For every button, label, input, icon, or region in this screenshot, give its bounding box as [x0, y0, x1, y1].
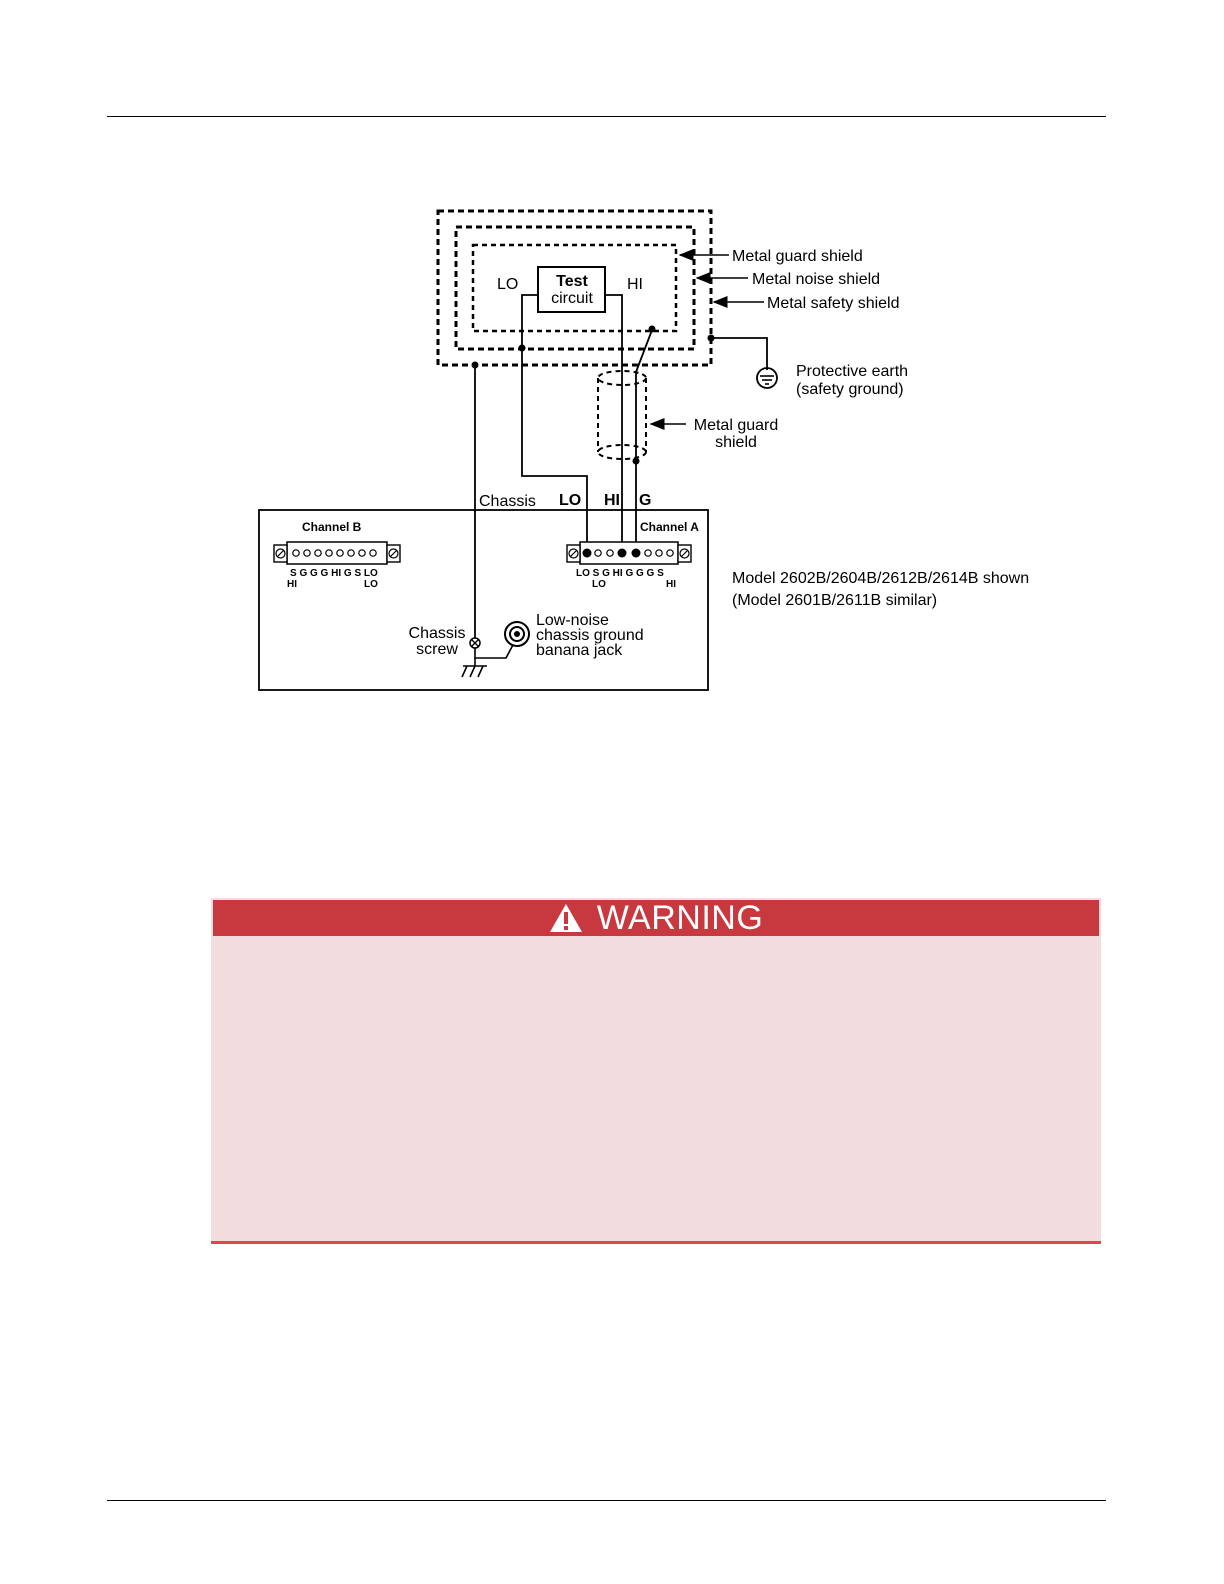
g-wire-label: G [639, 492, 651, 509]
chassis-screw-icon [469, 637, 481, 649]
banana-jack-icon [504, 621, 530, 647]
test-circuit-box [537, 266, 606, 313]
cable-guard-label-2: shield [715, 434, 757, 451]
safety-shield [436, 209, 713, 367]
banana-label-2: chassis ground [536, 627, 644, 644]
channel-a-label: Channel A [640, 520, 699, 534]
earth-ground-icon [756, 367, 778, 389]
channel-a-pin-labels: LO S G HI G G G S [576, 568, 664, 579]
channel-b-pin-sub-left: HI [287, 579, 297, 590]
footer-rule [107, 1500, 1106, 1501]
channel-b-pin-labels: S G G G HI G S LO [290, 568, 378, 579]
guard-shield [471, 243, 678, 333]
channel-b-pin-sub-right: LO [364, 579, 378, 590]
model-note-line-1: Model 2602B/2604B/2612B/2614B shown [732, 570, 1029, 587]
noise-shield-label: Metal noise shield [752, 271, 880, 288]
lo-wire-label: LO [559, 492, 581, 509]
banana-label-1: Low-noise [536, 612, 609, 629]
channel-b-label: Channel B [302, 520, 362, 534]
hi-wire [605, 294, 623, 553]
banana-label-3: banana jack [536, 642, 623, 659]
shielding-connection-diagram: Test circuit LO HI Protective earth (saf… [258, 209, 1029, 691]
warning-title: WARNING [596, 898, 764, 937]
safety-shield-label: Metal safety shield [767, 295, 900, 312]
chassis-screw-label-1: Chassis [409, 625, 466, 642]
cable-guard-label-1: Metal guard [694, 417, 779, 434]
warning-header: WARNING [213, 898, 1099, 937]
protective-earth-label-1: Protective earth [796, 363, 908, 380]
chassis-wire-label: Chassis [479, 493, 536, 510]
hi-label: HI [627, 276, 643, 293]
header-rule [107, 116, 1106, 117]
channel-a-connector [566, 541, 692, 565]
warning-triangle-icon [549, 904, 582, 932]
hi-wire-label: HI [604, 492, 620, 509]
model-note-line-2: (Model 2601B/2611B similar) [732, 592, 937, 609]
test-circuit-label-1: Test [556, 273, 588, 290]
instrument-rear-panel [258, 509, 709, 691]
test-circuit-label-2: circuit [551, 290, 593, 307]
lo-wire [521, 294, 588, 553]
chassis-screw-label-2: screw [416, 641, 458, 658]
warning-box: WARNING [211, 898, 1101, 1244]
channel-a-pin-sub-left: LO [592, 579, 606, 590]
lo-label: LO [497, 276, 518, 293]
chassis-ground-icon [461, 658, 487, 678]
cable-guard-shield [597, 370, 647, 460]
protective-earth-label-2: (safety ground) [796, 381, 904, 398]
guard-shield-label: Metal guard shield [732, 248, 863, 265]
channel-b-connector [273, 541, 401, 565]
channel-a-pin-sub-right: HI [666, 579, 676, 590]
